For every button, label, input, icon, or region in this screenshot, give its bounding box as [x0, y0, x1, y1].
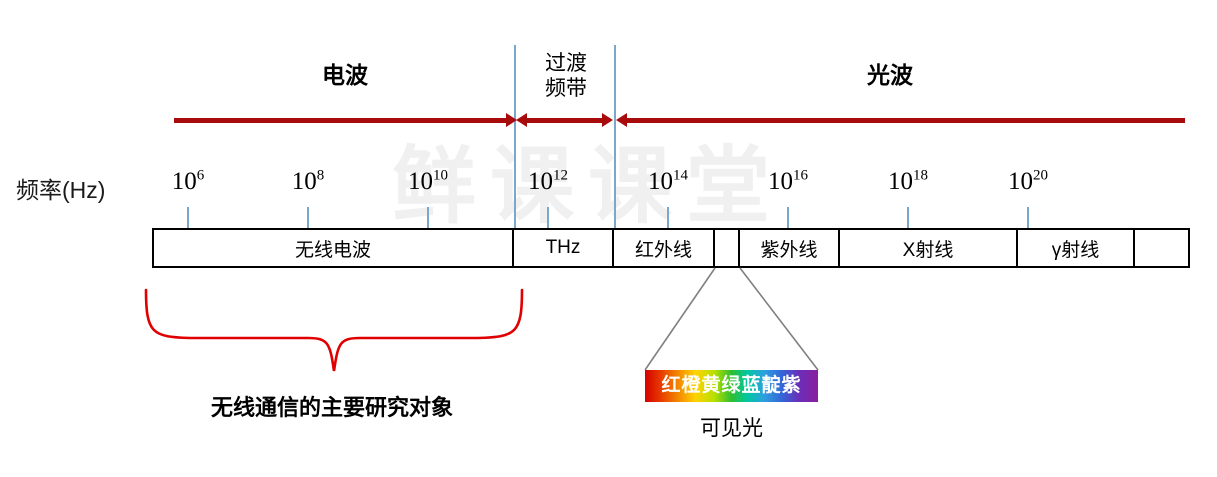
axis-tick-label: 1018 — [888, 167, 928, 195]
band-cell-label: 红外线 — [634, 239, 692, 261]
band-cell-1: THz — [514, 230, 614, 266]
watermark-text: 鲜课课堂 — [392, 139, 785, 233]
arrow-head-transition-left — [516, 113, 527, 127]
axis-tick-mark — [187, 207, 189, 228]
axis-tick-mark — [907, 207, 909, 228]
axis-tick-label: 1016 — [768, 167, 808, 195]
divider-line-right — [614, 45, 616, 228]
band-cell-4: 紫外线 — [740, 230, 840, 266]
arrow-span-radio — [174, 118, 506, 123]
radio-brace — [144, 288, 524, 372]
axis-tick-mark — [667, 207, 669, 228]
band-cell-label: 紫外线 — [760, 239, 818, 261]
axis-tick-mark — [787, 207, 789, 228]
section-title-light: 光波 — [867, 62, 913, 88]
arrow-head-light-left — [616, 113, 627, 127]
band-cell-2: 红外线 — [614, 230, 715, 266]
axis-tick-label: 108 — [291, 167, 325, 195]
section-title-transition-line1: 过渡 — [545, 52, 587, 75]
visible-light-spectrum-bar — [645, 370, 818, 402]
axis-tick-mark — [427, 207, 429, 228]
band-cell-empty-7 — [1135, 230, 1190, 266]
section-title-transition: 过渡 频带 — [518, 52, 614, 102]
section-title-transition-line2: 频带 — [545, 76, 587, 100]
arrow-span-light — [627, 118, 1185, 123]
brace-caption: 无线通信的主要研究对象 — [210, 395, 453, 420]
axis-tick-label: 1020 — [1008, 167, 1048, 195]
arrow-head-radio-right — [506, 113, 517, 127]
visible-light-connectors — [644, 267, 819, 371]
visible-light-colors-text: 红橙黄绿蓝靛紫 — [661, 375, 802, 396]
band-cell-0: 无线电波 — [152, 230, 514, 266]
divider-line-left — [514, 45, 516, 228]
band-cell-label: THz — [545, 237, 581, 258]
arrow-span-transition — [527, 118, 602, 123]
band-cell-label: 无线电波 — [294, 239, 371, 261]
visible-light-caption: 可见光 — [700, 417, 763, 440]
band-cell-label: X射线 — [902, 239, 954, 261]
arrow-head-transition-right — [602, 113, 613, 127]
axis-tick-mark — [1027, 207, 1029, 228]
axis-tick-mark — [307, 207, 309, 228]
band-cell-empty-3 — [715, 230, 740, 266]
axis-tick-label: 1012 — [528, 167, 568, 195]
band-cell-6: γ射线 — [1018, 230, 1135, 266]
axis-tick-label: 1014 — [648, 167, 688, 195]
axis-tick-mark — [547, 207, 549, 228]
band-cell-5: X射线 — [840, 230, 1018, 266]
frequency-axis-label: 频率(Hz) — [16, 177, 106, 203]
band-cell-label: γ射线 — [1051, 239, 1100, 261]
spectrum-band-strip: 无线电波 THz 红外线 紫外线 X射线 γ射线 — [152, 228, 1190, 268]
section-title-radio: 电波 — [322, 62, 368, 88]
axis-tick-label: 1010 — [408, 167, 448, 195]
axis-tick-label: 106 — [171, 167, 205, 195]
